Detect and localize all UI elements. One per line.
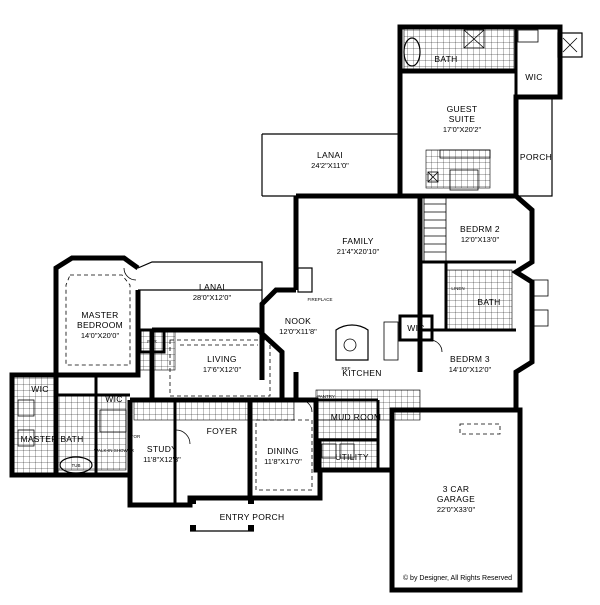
room-name-guest-suite-2: SUITE bbox=[449, 114, 476, 124]
room-name-wic-left2: WIC bbox=[105, 394, 122, 404]
kitchen-island bbox=[335, 324, 369, 361]
copyright-text: © by Designer, All Rights Reserved bbox=[403, 574, 512, 582]
room-dim-master-bedroom: 14'0"X20'0" bbox=[81, 331, 120, 340]
room-dim-garage: 22'0"X33'0" bbox=[437, 505, 476, 514]
room-dim-nook: 12'0"X11'8" bbox=[279, 327, 317, 336]
room-name-bath-mid: BATH bbox=[477, 297, 500, 307]
room-dim-lanai-mid: 28'0"X12'0" bbox=[193, 293, 232, 302]
room-name-wic-mid: WIC bbox=[407, 323, 424, 333]
room-name-garage-1: 3 CAR bbox=[443, 484, 470, 494]
room-name-lanai-top: LANAI bbox=[317, 150, 343, 160]
label-ref: REF bbox=[342, 366, 351, 371]
room-name-kitchen: KITCHEN bbox=[342, 368, 381, 378]
room-name-foyer: FOYER bbox=[207, 426, 238, 436]
room-name-porch: PORCH bbox=[520, 152, 552, 162]
room-name-entry-porch: ENTRY PORCH bbox=[220, 512, 285, 522]
room-name-bedrm3: BEDRM 3 bbox=[450, 354, 490, 364]
room-dim-lanai-top: 24'2"X11'0" bbox=[311, 161, 349, 170]
room-name-nook: NOOK bbox=[285, 316, 311, 326]
room-dim-family: 21'4"X20'10" bbox=[337, 247, 380, 256]
staircase bbox=[423, 195, 447, 263]
fixture-labels: PDR PANTRY FIREPLACE LINEN TUB STOR WALK… bbox=[72, 286, 465, 468]
room-dim-guest-suite: 17'0"X20'2" bbox=[443, 125, 482, 134]
room-dim-study: 11'8"X12'8" bbox=[143, 455, 181, 464]
room-name-utility: UTILITY bbox=[335, 452, 369, 462]
room-name-living: LIVING bbox=[207, 354, 237, 364]
label-linen: LINEN bbox=[451, 286, 464, 291]
room-name-lanai-mid: LANAI bbox=[199, 282, 225, 292]
label-tub: TUB bbox=[72, 463, 81, 468]
room-name-mud-room: MUD ROOM bbox=[331, 412, 382, 422]
room-dim-bedrm2: 12'0"X13'0" bbox=[461, 235, 500, 244]
room-name-family: FAMILY bbox=[342, 236, 373, 246]
label-pantry: PANTRY bbox=[317, 394, 335, 399]
label-fireplace: FIREPLACE bbox=[307, 297, 332, 302]
label-walkin-shower: WALK-IN SHOWER bbox=[94, 448, 135, 453]
room-name-garage-2: GARAGE bbox=[437, 494, 475, 504]
room-name-master-bedroom-2: BEDROOM bbox=[77, 320, 123, 330]
room-name-dining: DINING bbox=[267, 446, 299, 456]
room-dim-bedrm3: 14'10"X12'0" bbox=[449, 365, 492, 374]
room-name-guest-suite-1: GUEST bbox=[447, 104, 478, 114]
lanai-outlines bbox=[137, 133, 401, 304]
label-pdr: PDR bbox=[147, 339, 157, 344]
room-name-study: STUDY bbox=[147, 444, 177, 454]
label-stor: STOR bbox=[128, 434, 141, 439]
fixtures bbox=[17, 29, 549, 532]
room-labels: BATH WIC GUEST SUITE 17'0"X20'2" PORCH L… bbox=[20, 54, 552, 522]
room-name-master-bedroom-1: MASTER bbox=[81, 310, 118, 320]
room-name-master-bath: MASTER BATH bbox=[20, 434, 83, 444]
room-name-wic-left: WIC bbox=[31, 384, 48, 394]
room-dim-dining: 11'8"X17'0" bbox=[264, 457, 302, 466]
room-name-wic-top: WIC bbox=[525, 72, 542, 82]
room-dim-living: 17'6"X12'0" bbox=[203, 365, 242, 374]
room-name-bath-top: BATH bbox=[434, 54, 457, 64]
room-name-bedrm2: BEDRM 2 bbox=[460, 224, 500, 234]
interior-walls bbox=[56, 260, 516, 505]
